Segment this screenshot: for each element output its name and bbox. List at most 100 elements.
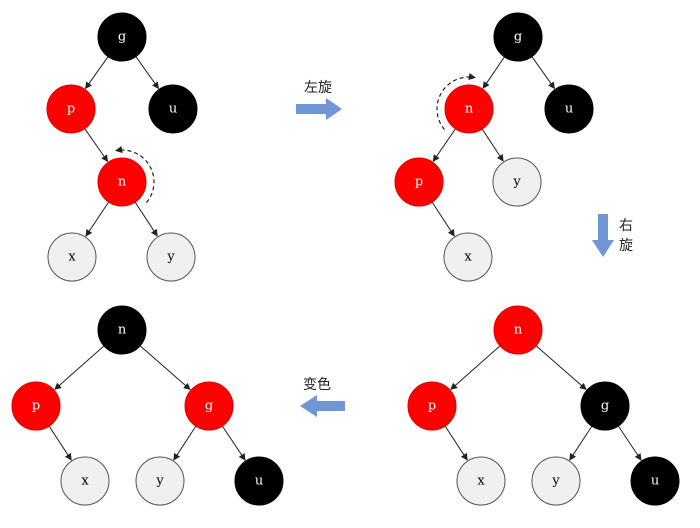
node-label: g bbox=[601, 399, 609, 414]
recolor-step: 变色 bbox=[300, 376, 345, 417]
node-circle bbox=[580, 381, 630, 431]
tree-edge-n-y bbox=[481, 128, 504, 162]
tree-edge-n-g bbox=[139, 345, 191, 391]
node-label: p bbox=[415, 175, 423, 190]
tree-edge-p-n bbox=[84, 128, 109, 163]
node-circle bbox=[97, 157, 147, 207]
node-circle bbox=[630, 456, 680, 506]
node-label: n bbox=[118, 323, 127, 338]
node-label: g bbox=[205, 399, 213, 414]
node-label: p bbox=[32, 399, 40, 414]
node-label: g bbox=[514, 30, 522, 45]
tree-edge-n-p bbox=[450, 345, 501, 390]
tree-node-n: n bbox=[493, 305, 543, 355]
node-circle bbox=[493, 305, 543, 355]
tree-edge-g-n bbox=[482, 56, 505, 89]
tree-node-u: u bbox=[544, 84, 594, 134]
node-label: x bbox=[68, 250, 76, 265]
tree-node-g: g bbox=[97, 12, 147, 62]
tree-edge-g-y bbox=[173, 425, 197, 461]
tree-node-y: y bbox=[492, 157, 542, 207]
node-circle bbox=[135, 456, 185, 506]
rotation-arc-icon bbox=[436, 72, 476, 130]
node-circle bbox=[443, 232, 493, 282]
tree-node-n: n bbox=[97, 157, 147, 207]
down-arrow-icon bbox=[592, 214, 614, 257]
tree-edge-n-g bbox=[535, 345, 587, 391]
tree-edge-n-x bbox=[85, 201, 110, 237]
node-label: u bbox=[169, 102, 177, 117]
node-circle bbox=[531, 456, 581, 506]
node-label: y bbox=[166, 250, 175, 265]
tree-node-y: y bbox=[531, 456, 581, 506]
node-circle bbox=[544, 84, 594, 134]
node-circle bbox=[97, 305, 147, 355]
node-label: y bbox=[512, 175, 521, 190]
node-circle bbox=[60, 456, 110, 506]
tree-edge-n-p bbox=[432, 128, 456, 162]
node-label: u bbox=[255, 474, 263, 489]
tree-edge-g-u bbox=[531, 56, 555, 90]
node-label: u bbox=[565, 102, 573, 117]
node-label: n bbox=[465, 102, 474, 117]
rotate-right-step: 右 旋 bbox=[592, 214, 633, 257]
tree-edge-n-y bbox=[134, 201, 158, 237]
tree-node-u: u bbox=[148, 84, 198, 134]
node-label: g bbox=[118, 30, 126, 45]
tree-node-n: n bbox=[97, 305, 147, 355]
tree-after-rotate-left: g n u p y x bbox=[394, 12, 594, 282]
tree-node-g: g bbox=[493, 12, 543, 62]
tree-edge-p-x bbox=[48, 425, 72, 461]
tree-node-g: g bbox=[184, 381, 234, 431]
tree-node-p: p bbox=[11, 381, 61, 431]
node-label: x bbox=[477, 474, 485, 489]
node-circle bbox=[492, 157, 542, 207]
tree-node-p: p bbox=[407, 381, 457, 431]
tree-node-u: u bbox=[630, 456, 680, 506]
node-label: p bbox=[67, 102, 75, 117]
tree-node-x: x bbox=[47, 232, 97, 282]
node-circle bbox=[184, 381, 234, 431]
node-circle bbox=[394, 157, 444, 207]
node-circle bbox=[47, 232, 97, 282]
tree-node-x: x bbox=[60, 456, 110, 506]
tree-edge-g-u bbox=[135, 56, 159, 90]
left-arrow-icon bbox=[300, 395, 345, 417]
tree-edge-p-x bbox=[431, 201, 455, 237]
tree-node-p: p bbox=[394, 157, 444, 207]
tree-node-g: g bbox=[580, 381, 630, 431]
tree-node-y: y bbox=[146, 232, 196, 282]
tree-node-n: n bbox=[444, 84, 494, 134]
node-circle bbox=[493, 12, 543, 62]
node-circle bbox=[97, 12, 147, 62]
node-label: y bbox=[551, 474, 560, 489]
node-circle bbox=[456, 456, 506, 506]
tree-edge-p-x bbox=[444, 425, 468, 461]
rotate-left-label: 左旋 bbox=[304, 80, 332, 96]
node-label: x bbox=[464, 250, 472, 265]
node-label: y bbox=[155, 474, 164, 489]
tree-edge-g-u bbox=[221, 425, 246, 461]
node-label: p bbox=[428, 399, 436, 414]
node-circle bbox=[407, 381, 457, 431]
tree-after-recolor: n p g x y u bbox=[11, 305, 284, 506]
tree-node-u: u bbox=[234, 456, 284, 506]
node-circle bbox=[146, 232, 196, 282]
tree-node-y: y bbox=[135, 456, 185, 506]
node-label: n bbox=[514, 323, 523, 338]
rotate-right-label-line2: 旋 bbox=[619, 238, 633, 254]
tree-edge-n-p bbox=[54, 345, 105, 390]
node-label: n bbox=[118, 175, 127, 190]
tree-edge-g-p bbox=[85, 56, 109, 90]
rotation-arc-icon bbox=[115, 145, 155, 203]
node-circle bbox=[11, 381, 61, 431]
tree-node-x: x bbox=[456, 456, 506, 506]
node-label: x bbox=[81, 474, 89, 489]
tree-node-p: p bbox=[46, 84, 96, 134]
node-circle bbox=[444, 84, 494, 134]
node-circle bbox=[234, 456, 284, 506]
node-label: u bbox=[651, 474, 659, 489]
rotate-right-label-line1: 右 bbox=[619, 218, 633, 234]
tree-edge-g-u bbox=[617, 425, 642, 461]
